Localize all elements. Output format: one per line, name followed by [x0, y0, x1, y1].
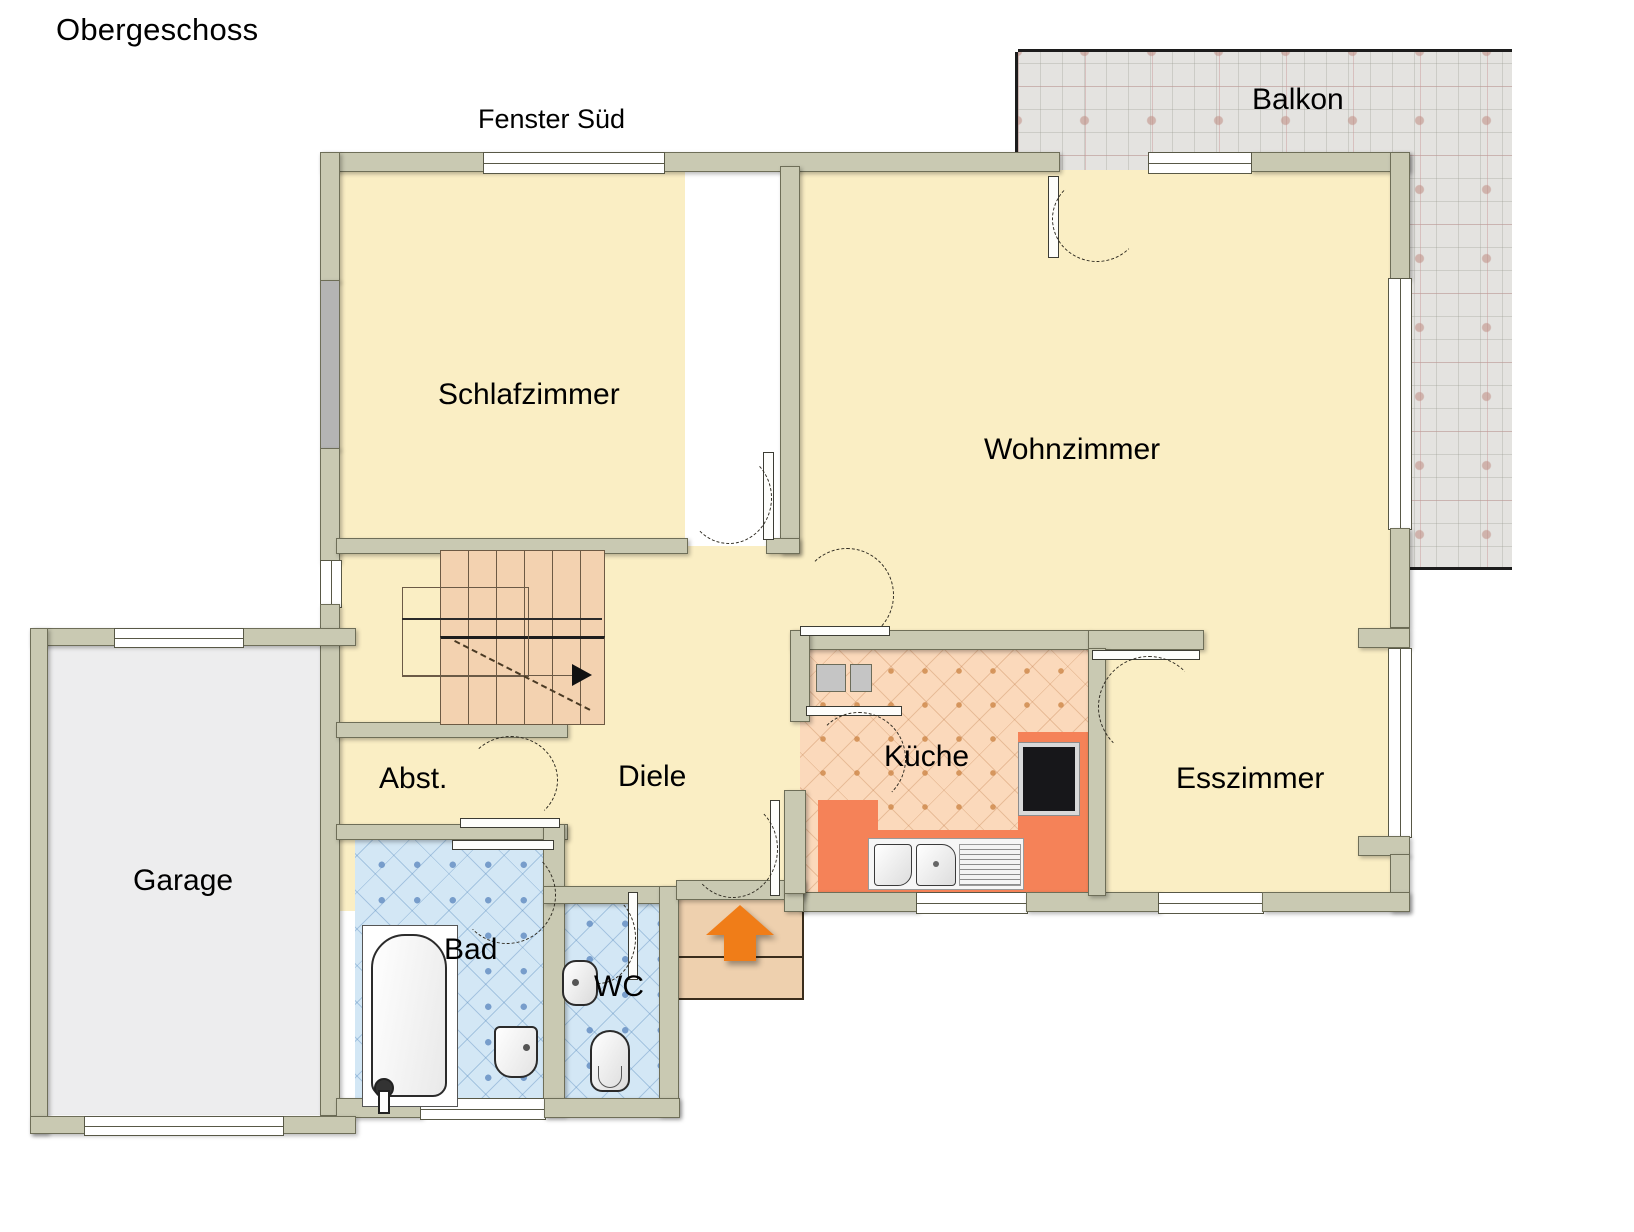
entrance-arrow-icon — [706, 905, 774, 961]
wall-wc-right — [659, 886, 679, 1116]
wall-garage-left — [30, 628, 48, 1134]
wall-kueche-top-right — [1088, 630, 1204, 650]
wc-washbasin — [562, 960, 598, 1006]
kitchen-niche-right — [850, 664, 872, 692]
wall-diele-door-jamb — [766, 538, 800, 554]
bath-washbasin-drain-icon — [523, 1044, 530, 1051]
wall-top-right — [1250, 152, 1410, 172]
door-swing-balkon — [1052, 176, 1142, 262]
window-esszimmer-bottom — [1158, 892, 1264, 914]
bathtub — [371, 934, 447, 1097]
wall-abst-bottom — [336, 824, 568, 840]
door-swing-kueche-diele — [812, 712, 906, 806]
room-label-diele: Diele — [618, 760, 687, 793]
door-swing-bad — [458, 846, 556, 944]
balkon-edge-top — [1018, 49, 1512, 52]
page-title: Obergeschoss — [56, 12, 259, 47]
wall-top-main — [320, 152, 1060, 172]
room-label-wohnzimmer: Wohnzimmer — [984, 433, 1161, 466]
door-swing-schlafzimmer — [686, 452, 772, 544]
window-right-wohnzimmer — [1388, 278, 1412, 530]
wall-left-upper — [320, 152, 340, 282]
wall-right-mid — [1390, 528, 1410, 628]
kitchen-sink-bowl-left — [874, 844, 912, 886]
room-label-schlafzimmer: Schlafzimmer — [438, 378, 620, 411]
wall-wc-bottom — [544, 1098, 680, 1118]
door-leaf-wohnzimmer[interactable] — [800, 626, 890, 636]
bath-washbasin — [494, 1026, 538, 1078]
window-balkon-door — [1148, 152, 1252, 174]
window-right-esszimmer — [1388, 648, 1412, 838]
door-swing-kueche-esszimmer — [1098, 656, 1200, 758]
wall-bottom-kitchen-left — [800, 892, 918, 912]
room-label-wc: WC — [594, 970, 644, 1003]
bathtub-faucet-icon — [378, 1090, 390, 1114]
staircase-lower-flight — [440, 636, 605, 725]
wall-right-upper — [1390, 152, 1410, 280]
kitchen-sink-unit — [868, 838, 1024, 890]
door-swing-wohnzimmer — [800, 548, 894, 642]
wc-washbasin-drain-icon — [572, 979, 579, 986]
stair-void-outline — [402, 587, 529, 677]
kitchen-drainboard — [959, 844, 1021, 886]
kitchen-stove — [1018, 742, 1080, 816]
door-swing-wc — [560, 892, 636, 984]
wall-divider-schlaf-wohn — [780, 166, 800, 554]
window-kitchen-bottom — [916, 892, 1028, 914]
kitchen-sink-drain-icon — [933, 861, 939, 867]
window-garage-top — [114, 628, 244, 648]
room-garage-floor — [48, 645, 338, 1115]
room-label-garage: Garage — [133, 864, 234, 897]
room-label-kueche: Küche — [884, 740, 970, 773]
entrance-step-edge-right — [802, 900, 804, 1000]
room-label-abst: Abst. — [379, 762, 448, 795]
stair-landing-line — [402, 618, 602, 621]
wc-toilet-bowl-icon — [598, 1066, 622, 1088]
window-fenster-sued — [483, 152, 665, 174]
wall-kueche-left-lower — [784, 790, 806, 894]
window-schlafzimmer-left — [320, 280, 340, 450]
annotation-fenster-sued: Fenster Süd — [478, 104, 626, 134]
room-label-bad: Bad — [444, 933, 498, 966]
stair-direction-arrow — [572, 664, 592, 686]
wall-right-niche-bottom — [1358, 836, 1410, 856]
room-label-balkon: Balkon — [1252, 83, 1344, 116]
door-swing-abst — [464, 736, 558, 824]
wall-left-hall — [320, 604, 340, 1116]
room-label-esszimmer: Esszimmer — [1176, 762, 1325, 795]
window-left-hall — [320, 560, 342, 608]
room-schlafzimmer-floor — [340, 170, 685, 550]
entrance-step-edge — [676, 998, 804, 1000]
door-swing-entry — [688, 800, 778, 898]
stair-walkline — [402, 675, 589, 677]
kitchen-niche-left — [816, 664, 846, 692]
window-garage-bottom — [84, 1116, 284, 1136]
wall-right-niche-top — [1358, 628, 1410, 648]
wall-bottom-right — [1262, 892, 1410, 912]
